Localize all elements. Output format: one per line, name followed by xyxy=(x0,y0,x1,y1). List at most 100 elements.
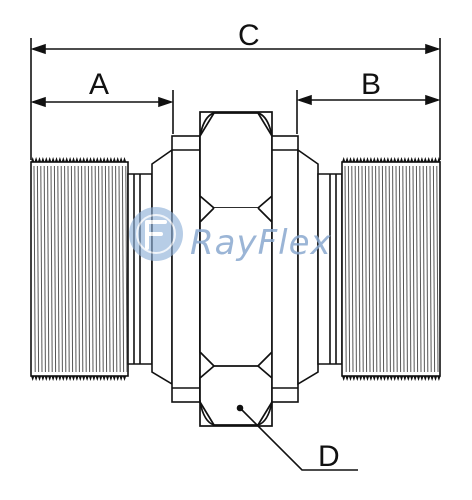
thread-tooth xyxy=(410,157,414,162)
thread-line xyxy=(364,165,368,373)
thread-tooth xyxy=(68,376,72,381)
thread-line xyxy=(91,165,94,373)
left-thread xyxy=(30,157,129,381)
thread-line xyxy=(121,165,125,373)
thread-tooth xyxy=(393,376,397,381)
thread-tooth xyxy=(430,157,434,162)
thread-line xyxy=(125,165,128,373)
thread-tooth xyxy=(99,157,103,162)
thread-line xyxy=(426,165,429,373)
thread-tooth xyxy=(71,157,76,162)
thread-tooth xyxy=(88,157,93,162)
thread-tooth xyxy=(65,376,69,381)
thread-tooth xyxy=(355,157,359,162)
thread-tooth xyxy=(348,376,353,381)
thread-tooth xyxy=(85,376,89,381)
thread-tooth xyxy=(389,157,393,162)
thread-line xyxy=(375,165,378,373)
thread-tooth xyxy=(420,376,424,381)
thread-tooth xyxy=(427,376,431,381)
thread-tooth xyxy=(423,157,427,162)
thread-line xyxy=(101,165,104,373)
thread-line xyxy=(115,165,118,373)
thread-tooth xyxy=(51,376,55,381)
thread-line xyxy=(64,165,67,373)
thread-tooth xyxy=(34,376,38,381)
thread-tooth xyxy=(396,157,400,162)
thread-line xyxy=(43,165,46,373)
thread-line xyxy=(98,165,101,373)
thread-tooth xyxy=(51,157,55,162)
thread-tooth xyxy=(54,157,59,162)
thread-tooth xyxy=(369,376,373,381)
watermark-text: RayFlex xyxy=(190,223,332,263)
thread-line xyxy=(344,165,347,373)
thread-tooth xyxy=(122,157,127,162)
thread-tooth xyxy=(41,157,45,162)
thread-line xyxy=(432,165,436,373)
thread-tooth xyxy=(58,376,62,381)
thread-tooth xyxy=(109,376,113,381)
right-neck xyxy=(297,148,343,386)
dimension-label-a: A xyxy=(89,68,109,101)
thread-tooth xyxy=(406,376,410,381)
thread-tooth xyxy=(386,157,390,162)
thread-tooth xyxy=(433,376,438,381)
thread-tooth xyxy=(433,157,438,162)
thread-tooth xyxy=(119,157,123,162)
thread-tooth xyxy=(75,157,79,162)
thread-line xyxy=(381,165,385,373)
thread-tooth xyxy=(372,376,376,381)
thread-line xyxy=(60,165,63,373)
thread-tooth xyxy=(34,157,38,162)
thread-line xyxy=(53,165,57,373)
thread-tooth xyxy=(119,376,123,381)
dimension-c xyxy=(30,38,441,160)
thread-tooth xyxy=(41,376,45,381)
thread-tooth xyxy=(71,376,76,381)
dimension-d-leader xyxy=(236,404,358,471)
thread-line xyxy=(94,165,97,373)
thread-line xyxy=(47,165,50,373)
thread-tooth xyxy=(399,157,404,162)
thread-line xyxy=(50,165,53,373)
thread-tooth xyxy=(379,157,383,162)
thread-tooth xyxy=(102,157,106,162)
thread-line xyxy=(57,165,60,373)
thread-tooth xyxy=(78,376,82,381)
thread-tooth xyxy=(54,376,59,381)
thread-line xyxy=(392,165,395,373)
rayflex-logo-icon xyxy=(129,207,183,261)
thread-tooth xyxy=(413,376,417,381)
dimension-label-d: D xyxy=(318,440,340,473)
thread-line xyxy=(378,165,381,373)
thread-tooth xyxy=(92,376,96,381)
thread-tooth xyxy=(82,376,86,381)
thread-tooth xyxy=(342,376,346,381)
thread-tooth xyxy=(369,157,373,162)
thread-line xyxy=(84,165,87,373)
thread-line xyxy=(111,165,114,373)
thread-tooth xyxy=(379,376,383,381)
thread-tooth xyxy=(406,157,410,162)
right-collar xyxy=(271,135,299,403)
thread-tooth xyxy=(427,157,431,162)
thread-tooth xyxy=(105,376,110,381)
thread-tooth xyxy=(396,376,400,381)
thread-line xyxy=(405,165,408,373)
thread-tooth xyxy=(48,376,52,381)
thread-line xyxy=(436,165,439,373)
left-neck xyxy=(127,148,173,386)
thread-tooth xyxy=(112,157,116,162)
thread-tooth xyxy=(61,157,65,162)
thread-line xyxy=(358,165,361,373)
dimension-a xyxy=(30,90,174,134)
thread-tooth xyxy=(99,376,103,381)
watermark: RayFlex xyxy=(129,207,332,263)
thread-tooth xyxy=(112,376,116,381)
thread-tooth xyxy=(365,157,370,162)
thread-line xyxy=(368,165,371,373)
thread-tooth xyxy=(382,157,387,162)
thread-tooth xyxy=(78,157,82,162)
